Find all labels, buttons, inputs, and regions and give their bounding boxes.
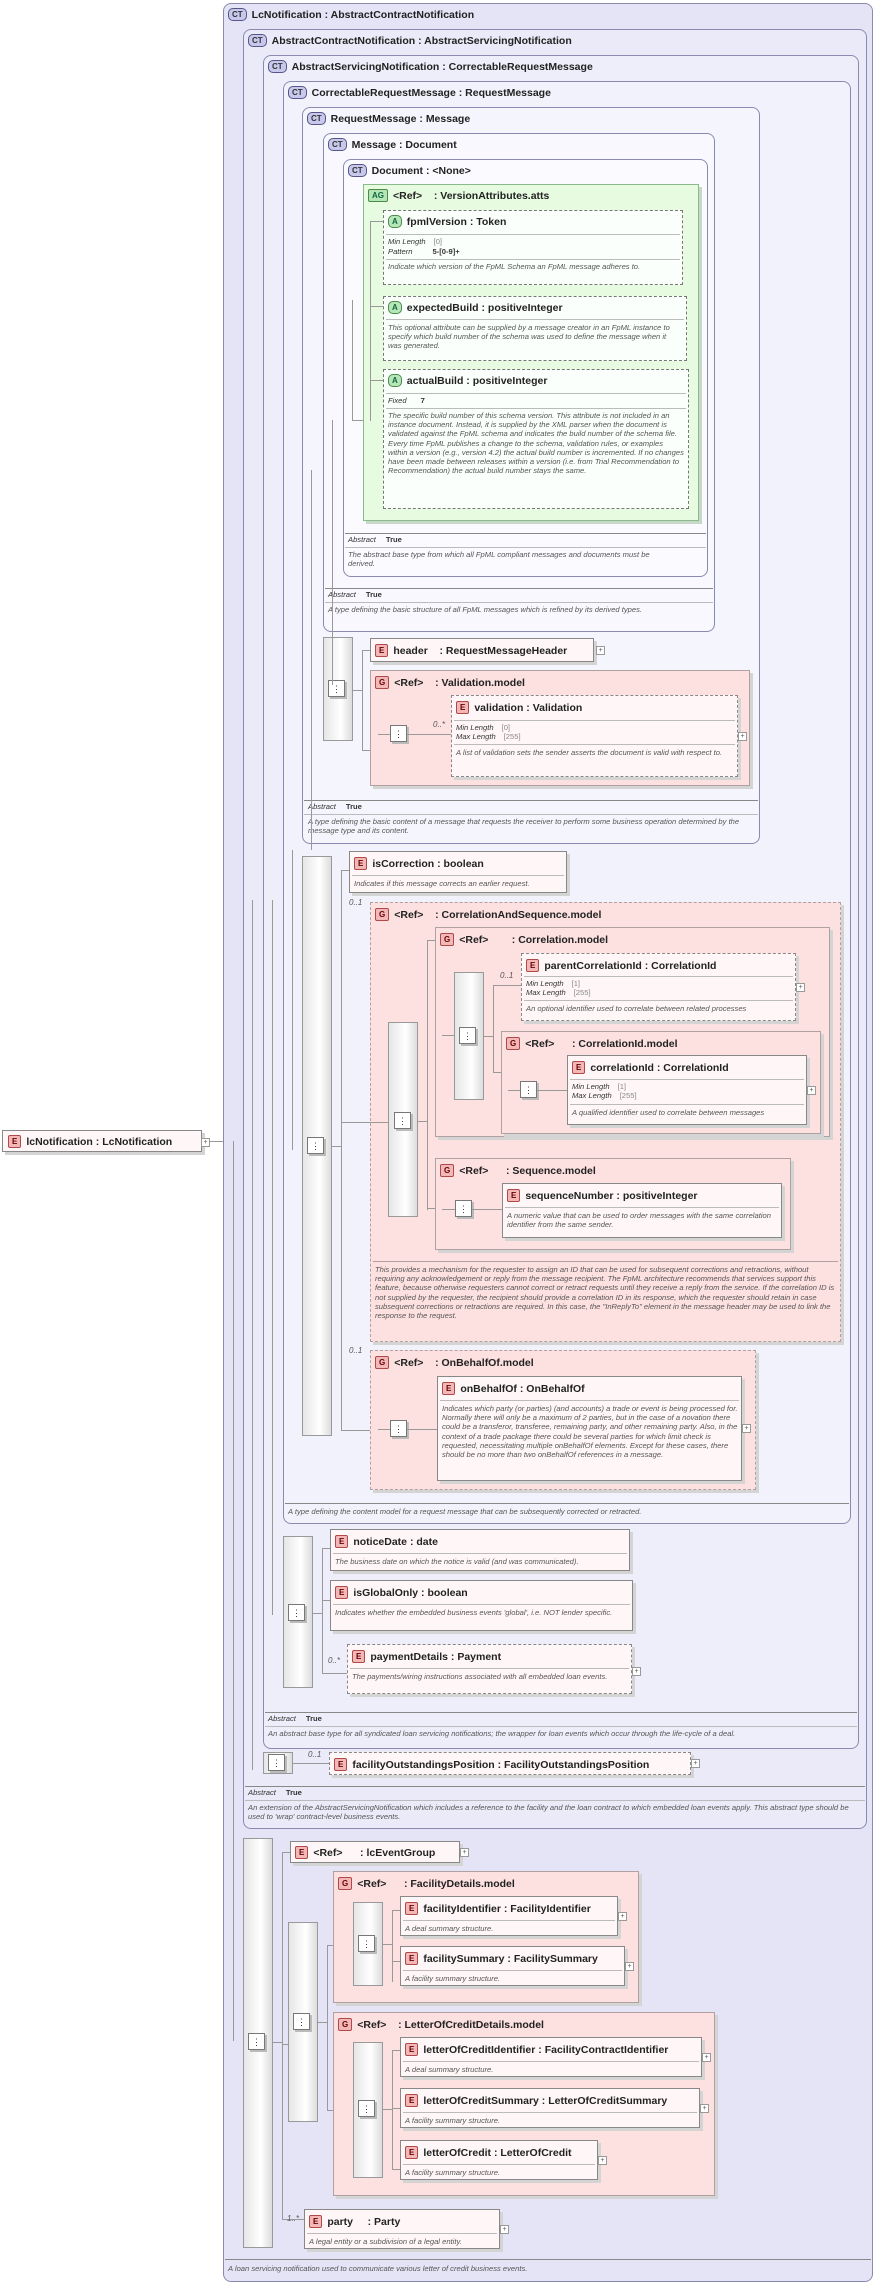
sequence-icon: ⋮ (459, 1027, 476, 1044)
element-badge: E (8, 1135, 22, 1148)
ct-badge: CT (268, 60, 287, 73)
expand-icon[interactable]: + (460, 1848, 469, 1857)
sequence-icon: ⋮ (520, 1081, 537, 1098)
expand-icon[interactable]: + (702, 2053, 711, 2062)
sequence-icon: ⋮ (268, 1754, 285, 1771)
ct-badge: CT (348, 164, 367, 177)
element-lc-event-group[interactable]: E<Ref> : lcEventGroup (290, 1841, 460, 1863)
expand-icon[interactable]: + (691, 1759, 700, 1768)
expand-icon[interactable]: + (700, 2104, 709, 2113)
sequence-icon: ⋮ (358, 1935, 375, 1952)
expand-icon[interactable]: + (625, 1962, 634, 1971)
expand-icon[interactable]: + (632, 1667, 641, 1676)
sequence-icon: ⋮ (358, 2100, 375, 2117)
expand-icon[interactable]: + (500, 2225, 509, 2234)
sequence-icon: ⋮ (328, 680, 345, 697)
sequence-icon: ⋮ (293, 2013, 310, 2030)
expand-icon[interactable]: + (807, 1086, 816, 1095)
sequence-icon: ⋮ (455, 1200, 472, 1217)
expand-icon[interactable]: + (618, 1912, 627, 1921)
ct-badge: CT (248, 34, 267, 47)
sequence-icon: ⋮ (248, 2033, 265, 2050)
sequence-icon: ⋮ (394, 1112, 411, 1129)
sequence-icon: ⋮ (288, 1604, 305, 1621)
expand-icon[interactable]: + (796, 983, 805, 992)
ct-badge: CT (228, 8, 247, 21)
expand-icon[interactable]: + (596, 646, 605, 655)
expand-icon[interactable]: + (201, 1138, 210, 1147)
ct-badge: CT (307, 112, 326, 125)
ct-badge: CT (288, 86, 307, 99)
ct-badge: CT (328, 138, 347, 151)
expand-icon[interactable]: + (738, 732, 747, 741)
sequence-icon: ⋮ (390, 1420, 407, 1437)
expand-icon[interactable]: + (742, 1424, 751, 1433)
expand-icon[interactable]: + (598, 2156, 607, 2165)
sequence-icon: ⋮ (390, 725, 407, 742)
sequence-icon: ⋮ (307, 1137, 324, 1154)
